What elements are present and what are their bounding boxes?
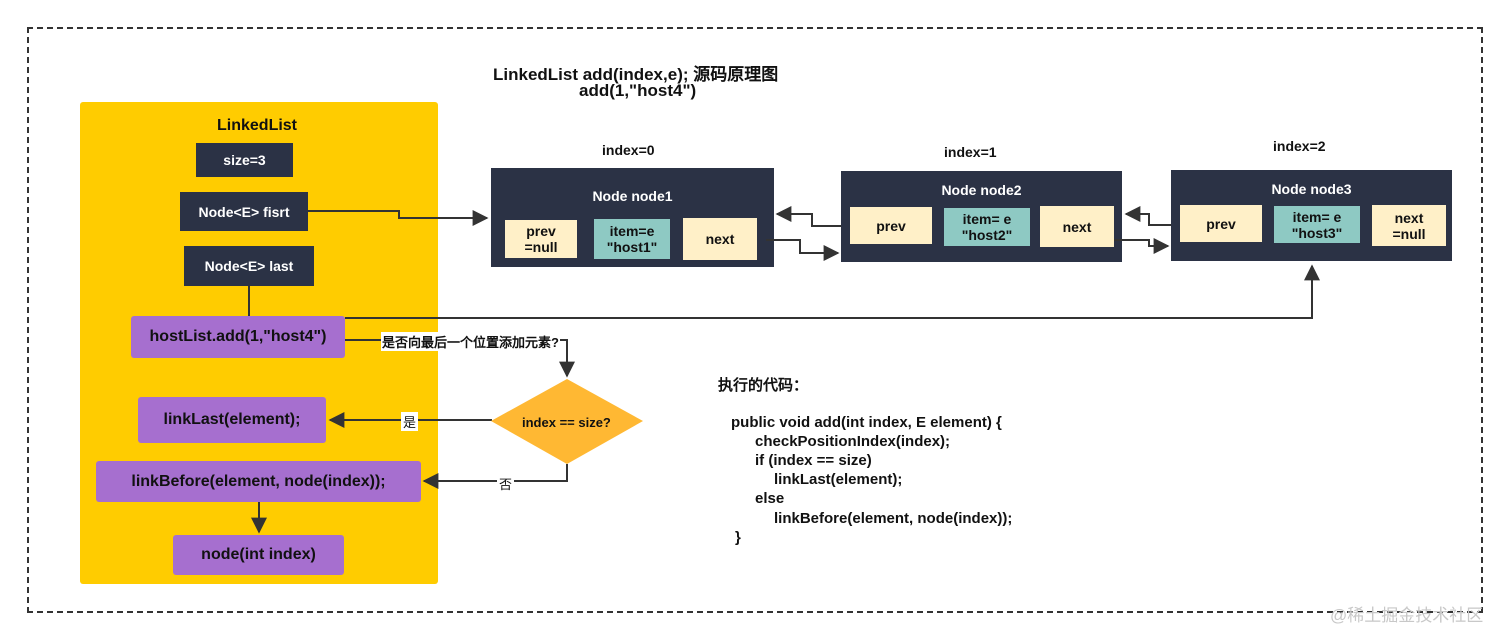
no-label: 否 xyxy=(497,474,515,493)
node2-item-cell: item= e "host2" xyxy=(944,208,1030,246)
add-call-box: hostList.add(1,"host4") xyxy=(131,316,345,358)
yes-label: 是 xyxy=(401,412,419,431)
node2: Node node2 prev item= e "host2" next xyxy=(841,171,1122,262)
diagram-title: LinkedList add(index,e); 源码原理图 xyxy=(493,65,779,84)
diagram-subtitle: add(1,"host4") xyxy=(579,81,697,100)
code-line: linkBefore(element, node(index)); xyxy=(774,510,1013,527)
code-line: public void add(int index, E element) { xyxy=(731,414,1002,431)
first-node-box: Node<E> fisrt xyxy=(180,192,308,231)
node2-next-to-node3-arrow xyxy=(1114,238,1170,254)
node2-prev-cell: prev xyxy=(850,207,932,244)
decision-label: index == size? xyxy=(522,415,611,430)
node1-prev-cell: prev =null xyxy=(505,220,577,258)
node2-title: Node node2 xyxy=(941,182,1022,198)
node3-title: Node node3 xyxy=(1271,181,1352,197)
link-last-box: linkLast(element); xyxy=(138,397,326,443)
first-to-node1-arrow xyxy=(308,210,489,226)
size-box: size=3 xyxy=(196,143,293,177)
node3-prev-to-node2-arrow xyxy=(1124,206,1171,226)
watermark: @稀土掘金技术社区 xyxy=(1330,606,1484,625)
question-label: 是否向最后一个位置添加元素? xyxy=(381,332,560,351)
node2-index-label: index=1 xyxy=(944,144,997,160)
last-to-node3-arrow xyxy=(345,264,1320,319)
code-line: else xyxy=(755,490,785,507)
node3: Node node3 prev item= e "host3" next =nu… xyxy=(1171,170,1452,261)
node3-index-label: index=2 xyxy=(1273,138,1326,154)
node1-next-to-node2-arrow xyxy=(766,239,840,261)
node3-next-cell: next =null xyxy=(1372,205,1446,246)
node1: Node node1 prev =null item=e "host1" nex… xyxy=(491,168,774,267)
code-line: checkPositionIndex(index); xyxy=(755,433,951,450)
decision-diamond xyxy=(491,379,643,464)
code-line: if (index == size) xyxy=(755,452,872,469)
link-before-box: linkBefore(element, node(index)); xyxy=(96,461,421,502)
node-index-box: node(int index) xyxy=(173,535,344,575)
decision-no-arrow xyxy=(422,464,568,489)
node1-next-cell: next xyxy=(683,218,757,260)
last-node-box: Node<E> last xyxy=(184,246,314,286)
node3-item-cell: item= e "host3" xyxy=(1274,206,1360,243)
node3-prev-cell: prev xyxy=(1180,205,1262,242)
node1-index-label: index=0 xyxy=(602,142,655,158)
node1-item-cell: item=e "host1" xyxy=(594,219,670,259)
node2-prev-to-node1-arrow xyxy=(775,206,841,227)
code-line: linkLast(element); xyxy=(774,471,903,488)
code-heading: 执行的代码： xyxy=(718,377,809,394)
linkedlist-label: LinkedList xyxy=(217,117,298,134)
code-line: } xyxy=(735,529,741,546)
node2-next-cell: next xyxy=(1040,206,1114,247)
node1-title: Node node1 xyxy=(592,188,673,204)
diagram-frame xyxy=(27,27,1483,613)
